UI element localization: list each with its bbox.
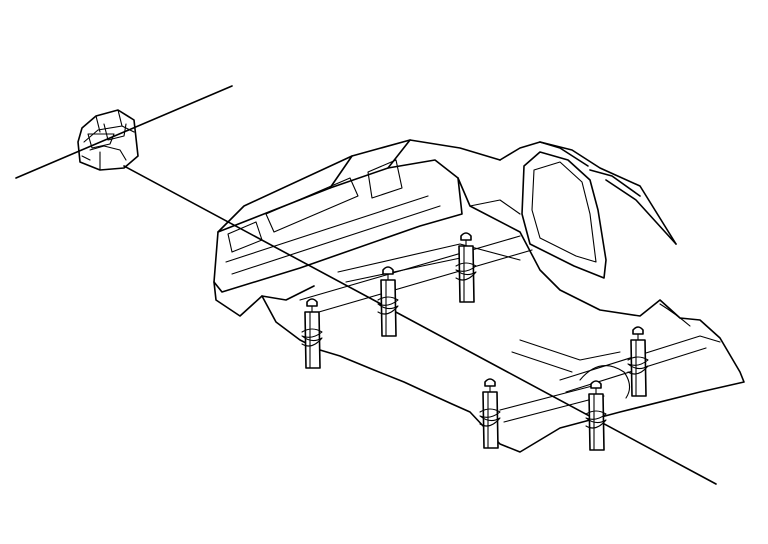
- vehicle-body: [213, 139, 745, 453]
- laser-beam-lines: [15, 85, 717, 485]
- support-stand: [585, 380, 607, 451]
- support-stand: [479, 378, 501, 449]
- support-stand: [455, 232, 477, 303]
- support-stand: [377, 266, 399, 337]
- support-stand: [627, 326, 649, 397]
- support-stand: [301, 298, 323, 369]
- support-stands: [301, 232, 649, 451]
- laser-level-unit: [77, 109, 139, 171]
